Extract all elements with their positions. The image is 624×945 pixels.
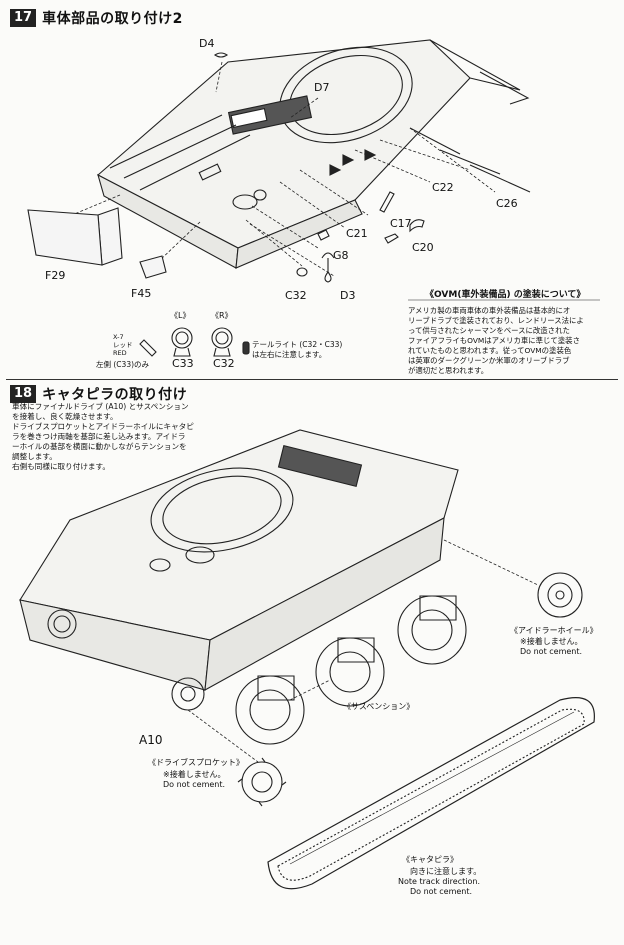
step-18-title: キャタピラの取り付け (42, 387, 188, 403)
part-label-c32: C32 (285, 289, 307, 302)
part-label-f45: F45 (131, 287, 152, 300)
part-label-c20: C20 (412, 241, 434, 254)
track-label: 《キャタピラ》 (402, 855, 458, 864)
step-18-header: 18 キャタピラの取り付け (10, 384, 187, 404)
tail-lights-diagram (140, 328, 249, 356)
hull-view-step18 (20, 430, 458, 690)
part-label-d4: D4 (199, 37, 215, 50)
part-label-c22: C22 (432, 181, 454, 194)
part-label-g8: G8 (333, 249, 349, 262)
tail-light-left-bracket: 《L》 (170, 311, 191, 320)
idler-note-jp: ※接着しません。 (520, 637, 583, 646)
ovm-heading: 《OVM(車外装備品) の塗装について》 (425, 290, 586, 300)
sprocket-note-jp: ※接着しません。 (163, 770, 226, 779)
part-label-f29: F29 (45, 269, 66, 282)
track-note-jp: 向きに注意します。 (410, 867, 482, 876)
sprocket-label: 《ドライブスプロケット》 (148, 758, 244, 767)
small-parts-step17 (28, 53, 530, 282)
track-loop (268, 698, 594, 889)
idler-note-en: Do not cement. (520, 647, 583, 656)
ovm-text: アメリカ製の車両車体の車外装備品は基本的にオ リーブドラブで塗装されており、レン… (408, 306, 584, 375)
hull-rear-view-step17 (98, 31, 528, 268)
paint-ref: X-7 レッド RED (113, 333, 133, 357)
suspension-label: 《サスペンション》 (343, 702, 415, 711)
part-label-a10: A10 (139, 733, 163, 747)
drive-sprocket (172, 678, 286, 806)
track-note-en1: Note track direction. (398, 877, 480, 886)
step-divider (6, 379, 618, 380)
part-label-c17: C17 (390, 217, 412, 230)
part-label-d3: D3 (340, 289, 356, 302)
step-17-title: 車体部品の取り付け2 (42, 11, 183, 27)
part-label-c21: C21 (346, 227, 368, 240)
part-label-d7: D7 (314, 81, 330, 94)
sprocket-note-en: Do not cement. (163, 780, 226, 789)
tail-light-note: テールライト (C32・C33) は左右に注意します。 (252, 340, 343, 359)
step-17-number: 17 (10, 9, 37, 27)
idler-label: 《アイドラーホイール》 (510, 626, 598, 635)
suspension-bogies (236, 596, 466, 744)
step-18-instructions: 車体にファイナルドライブ (A10) とサスペンション を接着し、良く乾燥させま… (12, 402, 194, 471)
part-label-c33: C33 (172, 357, 194, 370)
part-label-c26: C26 (496, 197, 518, 210)
step-17-header: 17 車体部品の取り付け2 (10, 8, 183, 28)
tail-light-right-bracket: 《R》 (211, 311, 233, 320)
step-18-number: 18 (10, 385, 37, 403)
track-note-en2: Do not cement. (410, 887, 473, 896)
leader-lines-step17 (72, 62, 495, 276)
idler-wheel (444, 540, 582, 617)
part-label-c32-tail: C32 (213, 357, 235, 370)
left-side-only: 左側 (C33)のみ (96, 360, 150, 369)
